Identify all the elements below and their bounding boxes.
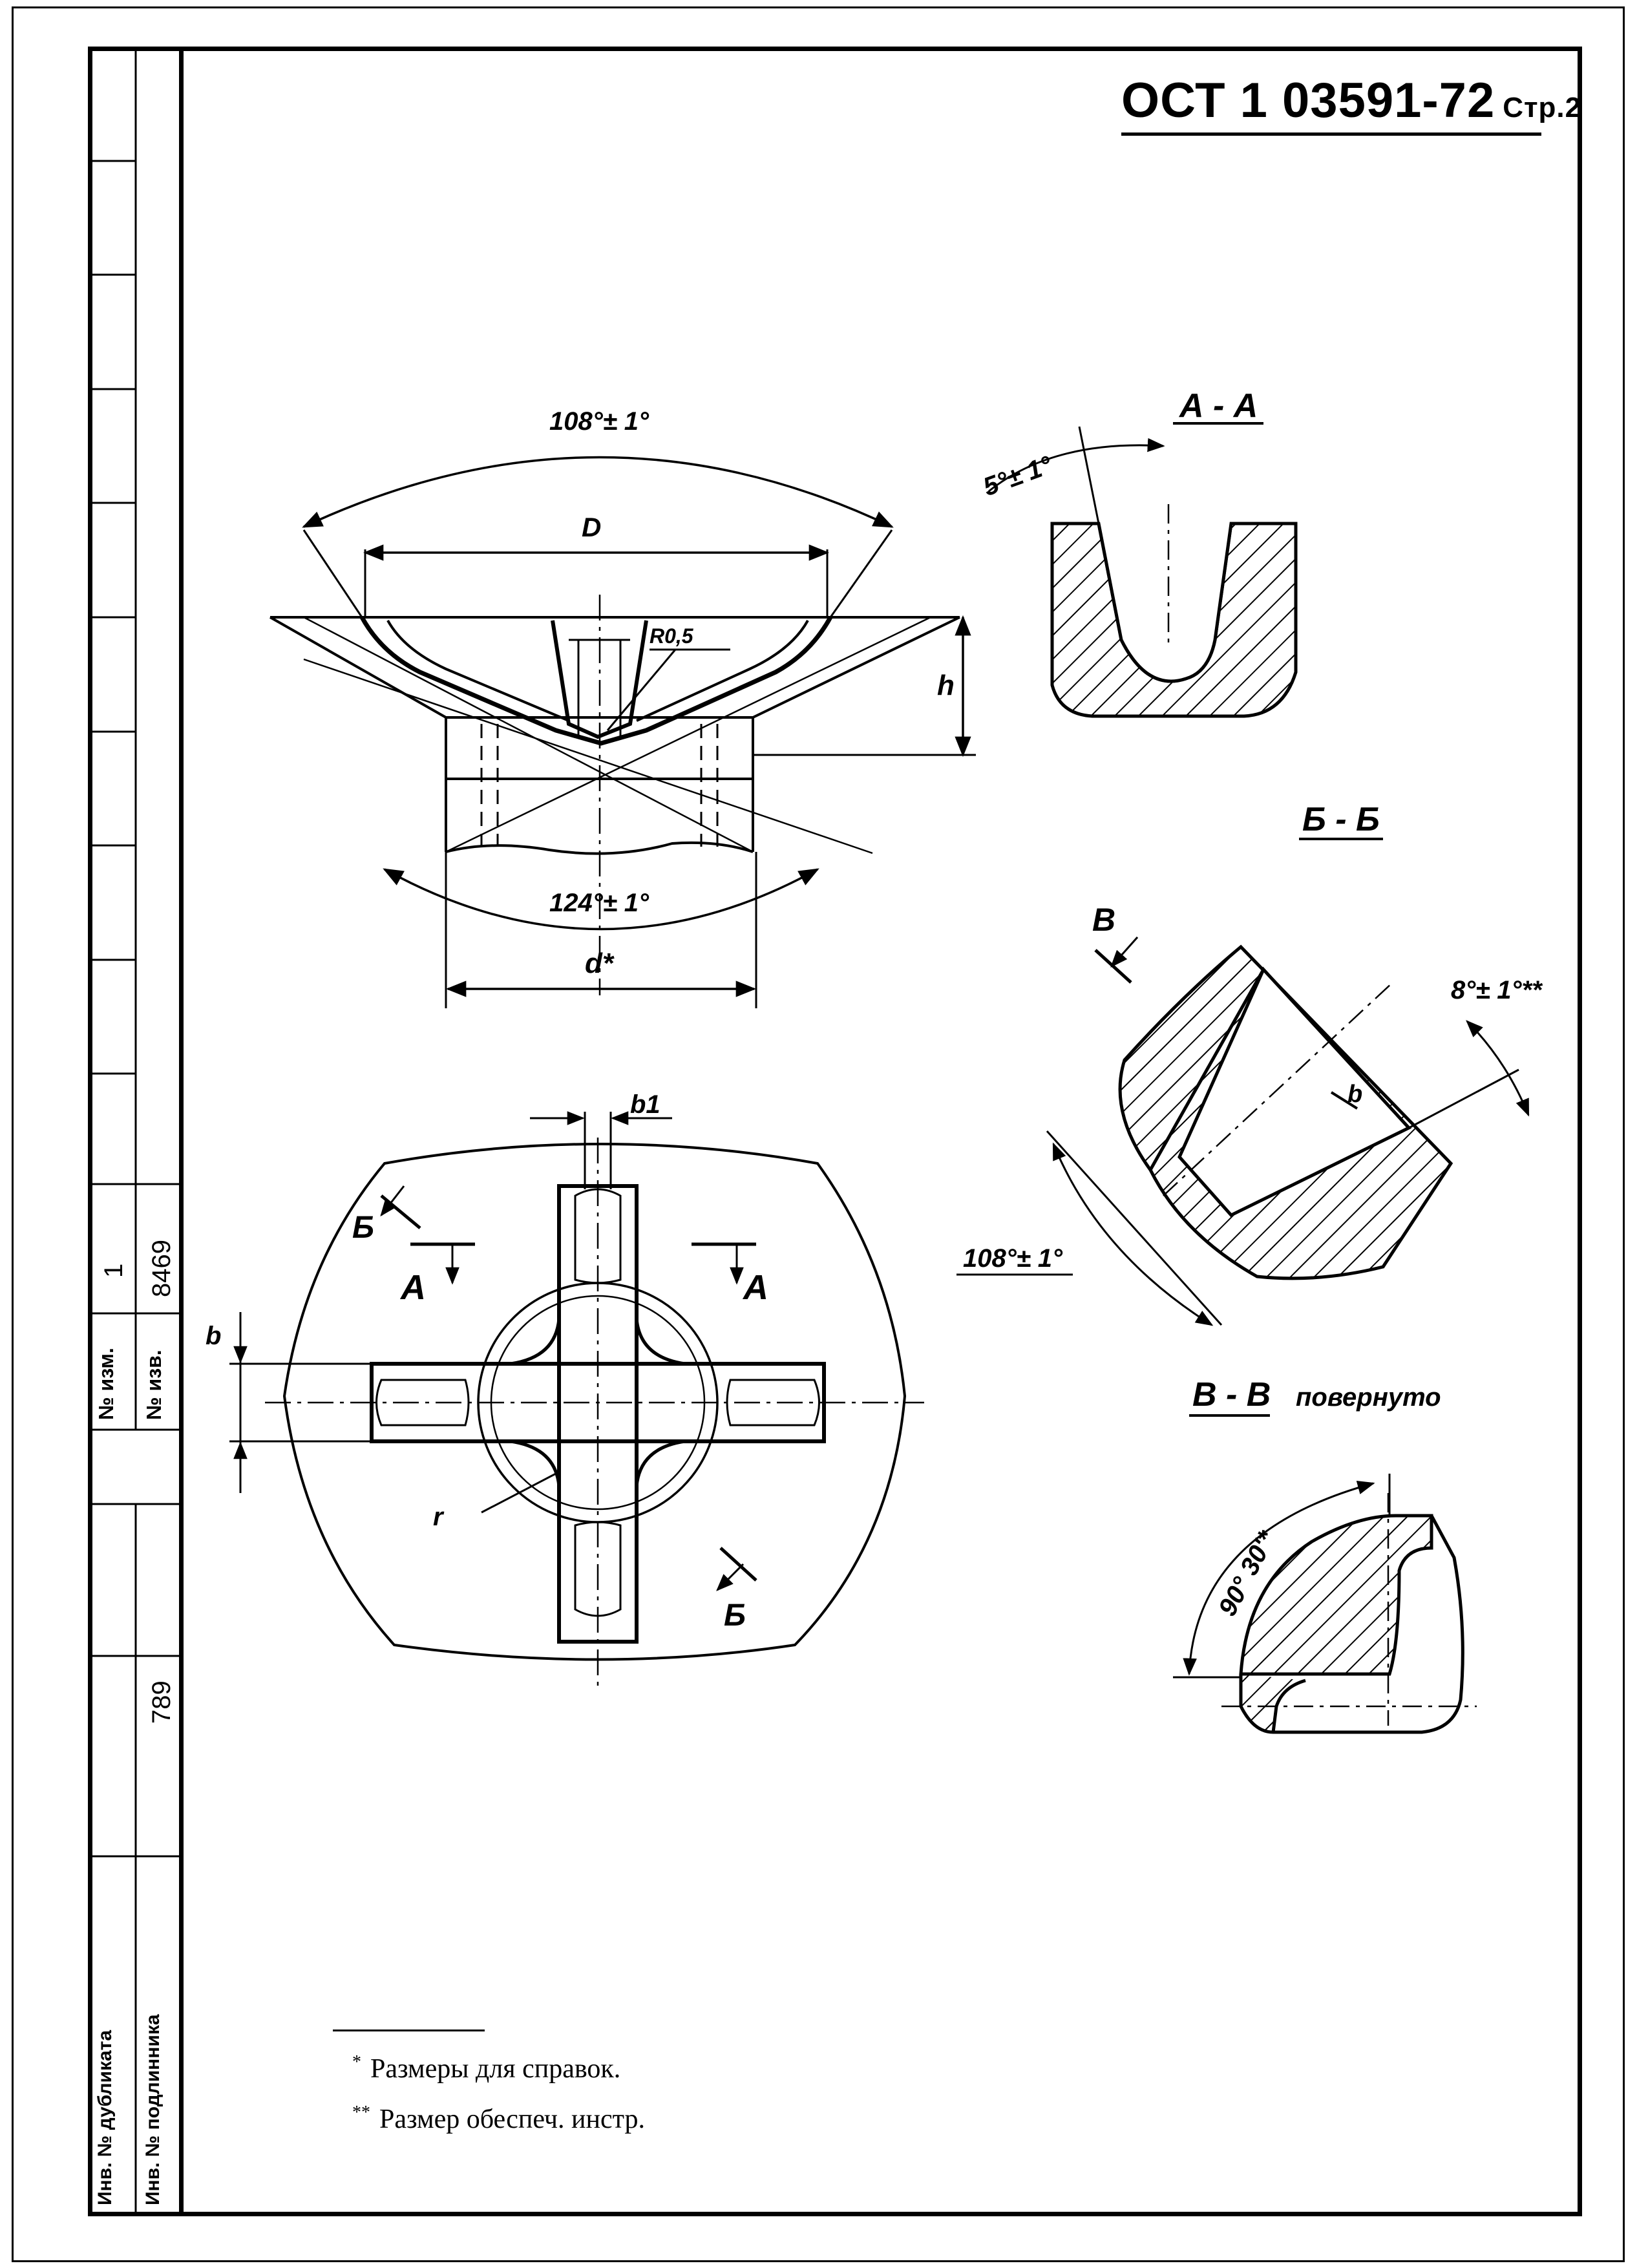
cut-B-bottom: Б	[724, 1598, 746, 1633]
dim-h-label: h	[937, 670, 955, 701]
notes-block: * Размеры для справок. ** Размер обеспеч. …	[352, 2052, 645, 2153]
section-VV	[1173, 1474, 1477, 1734]
plan-view	[229, 1111, 924, 1687]
standard-code: ОСТ 1 03591-72	[1121, 73, 1495, 128]
section-AA-title: А - А	[1178, 387, 1258, 425]
document-code: ОСТ 1 03591-72 Стр.2	[1121, 72, 1581, 129]
dim-r-label: r	[433, 1503, 445, 1531]
section-AA-angle: 5°± 1°	[980, 450, 1057, 502]
angle-124-label: 124°± 1°	[549, 889, 650, 917]
notes-separator	[333, 2030, 485, 2031]
angle-108-label: 108°± 1°	[549, 407, 650, 436]
section-VV-title: В - В	[1192, 1376, 1271, 1414]
section-VV-note: повернуто	[1296, 1383, 1441, 1412]
note-1: * Размеры для справок.	[352, 2052, 645, 2084]
note-1-mark: *	[352, 2052, 361, 2072]
section-BB-title: Б - Б	[1302, 801, 1380, 838]
sidebar-grid	[88, 47, 184, 2216]
note-1-text: Размеры для справок.	[370, 2054, 621, 2084]
section-AA	[988, 426, 1298, 718]
dim-R-label: R0,5	[650, 624, 694, 648]
section-BB-angle-left: 108°± 1°	[963, 1244, 1063, 1273]
cut-V-mark: В	[1092, 902, 1115, 938]
cut-B-top: Б	[352, 1211, 374, 1245]
section-BB-dim-b: b	[1347, 1081, 1362, 1108]
head-profile-view	[269, 456, 976, 1008]
outer-border	[12, 6, 1625, 2262]
sidebar-strip: № изм. № изв. 1 8469 Инв. № дубликата Ин…	[88, 47, 184, 2216]
section-BB-angle-right: 8°± 1°**	[1451, 976, 1543, 1004]
dim-D-label: D	[582, 512, 601, 542]
note-2: ** Размер обеспеч. инстр.	[352, 2103, 645, 2135]
drawing-frame	[88, 47, 1582, 2216]
section-BB	[1046, 937, 1530, 1326]
cut-A-right: A	[742, 1268, 768, 1307]
note-2-mark: **	[352, 2103, 370, 2123]
dim-d-label: d*	[585, 948, 615, 979]
header-underline	[1121, 132, 1541, 136]
page-number: Стр.2	[1503, 92, 1582, 123]
note-2-text: Размер обеспеч. инстр.	[379, 2104, 646, 2134]
cut-A-left: A	[399, 1268, 426, 1307]
dim-b1-label: b1	[630, 1090, 660, 1119]
dim-b-label: b	[206, 1322, 221, 1350]
